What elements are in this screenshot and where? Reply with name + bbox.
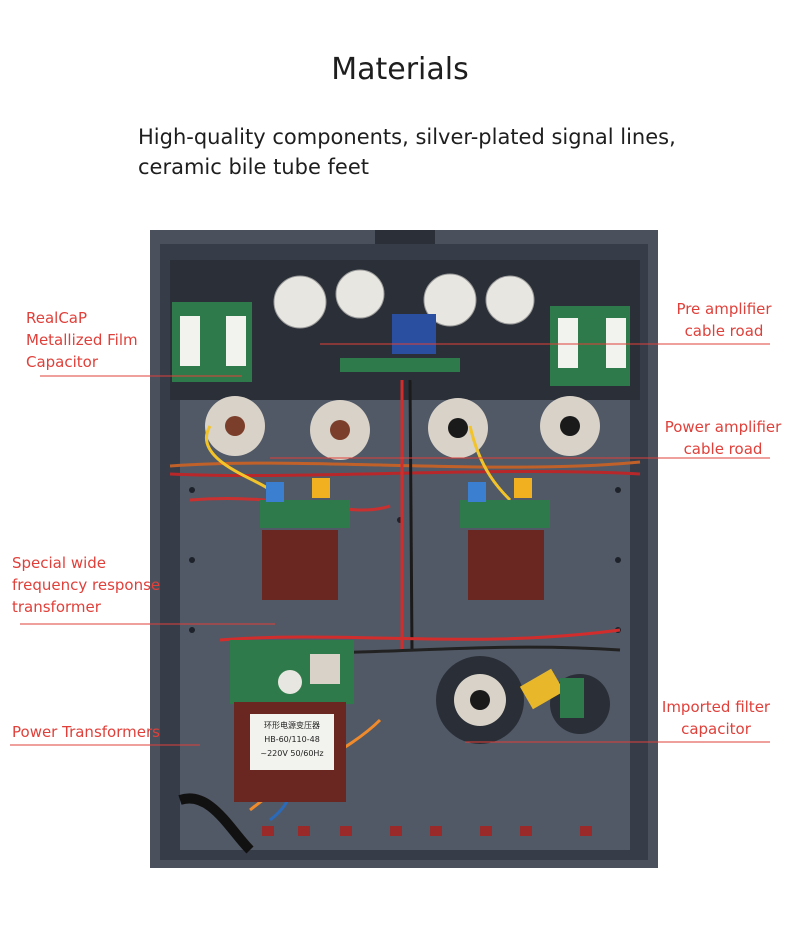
callout-transformer-line-1: Special wide (12, 554, 106, 572)
callout-power-amp-line-2: cable road (683, 440, 763, 458)
transformer-plate-line-2: HB-60/110-48 (264, 735, 320, 744)
callout-transformer-line-3: transformer (12, 598, 101, 616)
callout-realcap-line-2: Metallized Film (26, 331, 138, 349)
transformer-plate-line-1: 环形电源变压器 (264, 720, 320, 730)
amplifier-chassis-photo: 环形电源变压器 HB-60/110-48 ~220V 50/60Hz (150, 230, 658, 868)
callout-realcap-line-3: Capacitor (26, 353, 99, 371)
callout-power-amp-line-1: Power amplifier (664, 418, 782, 436)
subtitle-line-2: ceramic bile tube feet (138, 155, 370, 179)
callout-realcap-capacitor: RealCaP Metallized Film Capacitor (26, 307, 138, 373)
callout-pre-amp-line-2: cable road (684, 322, 764, 340)
transformer-plate-line-3: ~220V 50/60Hz (260, 749, 323, 758)
callout-filter-capacitor: Imported filter capacitor (654, 696, 778, 740)
callout-filter-line-1: Imported filter (661, 698, 771, 716)
callout-realcap-line-1: RealCaP (26, 309, 88, 327)
callout-pre-amp-cable: Pre amplifier cable road (664, 298, 784, 342)
page-title: Materials (331, 52, 469, 87)
callout-power-transformers: Power Transformers (12, 723, 160, 741)
subtitle-line-1: High-quality components, silver-plated s… (138, 125, 676, 149)
callout-power-amp-cable: Power amplifier cable road (650, 416, 796, 460)
callout-filter-line-2: capacitor (681, 720, 751, 738)
callout-wide-frequency-transformer: Special wide frequency response transfor… (12, 552, 160, 618)
callout-transformer-line-2: frequency response (12, 576, 161, 594)
page-subtitle: High-quality components, silver-plated s… (138, 122, 758, 182)
callout-pre-amp-line-1: Pre amplifier (676, 300, 772, 318)
